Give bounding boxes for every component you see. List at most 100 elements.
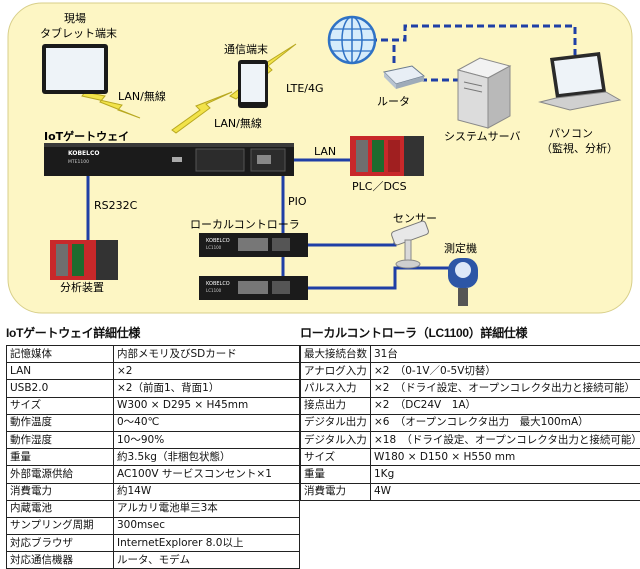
tablet-label-line2: タブレット端末 — [40, 26, 117, 40]
spec-value: ルータ、モデム — [114, 552, 300, 569]
spec-item: 対応通信機器 — [7, 552, 114, 569]
spec-row: LAN×2 — [7, 363, 300, 380]
spec-item: 記憶媒体 — [7, 346, 114, 363]
pio-label: PIO — [288, 195, 307, 208]
spec-value: ×6 （オープンコレクタ出力 最大100mA） — [371, 414, 640, 431]
spec-item: 外部電源供給 — [7, 466, 114, 483]
plc-label: PLC／DCS — [352, 180, 407, 193]
gateway-label: IoTゲートウェイ — [44, 129, 129, 143]
spec-item: 消費電力 — [301, 483, 371, 500]
system-diagram: 現場 タブレット端末 通信端末 LTE/4G ルータ システムサーバ パソコン … — [0, 0, 640, 318]
spec-value: 10～90% — [114, 431, 300, 448]
controller-1-model: LC1100 — [206, 245, 222, 250]
spec-value: 1Kg — [371, 466, 640, 483]
spec-row: 消費電力約14W — [7, 483, 300, 500]
spec-item: USB2.0 — [7, 380, 114, 397]
spec-item: LAN — [7, 363, 114, 380]
spec-row: 内蔵電池アルカリ電池単三3本 — [7, 500, 300, 517]
rs232c-label: RS232C — [94, 199, 138, 212]
spec-item: デジタル入力 — [301, 431, 371, 448]
spec-item: 最大接続台数 — [301, 346, 371, 363]
spec-value: ×2 （0-1V／0-5V切替） — [371, 363, 640, 380]
controller-2-model: LC1100 — [206, 288, 222, 293]
spec-value: ×2 （DC24V 1A） — [371, 397, 640, 414]
spec-item: アナログ入力 — [301, 363, 371, 380]
analyzer-device — [50, 240, 118, 280]
spec-row: USB2.0×2（前面1、背面1） — [7, 380, 300, 397]
gateway-brand: KOBELCO — [68, 150, 99, 157]
router-label: ルータ — [377, 95, 410, 108]
spec-item: 動作温度 — [7, 414, 114, 431]
analyzer-label: 分析装置 — [60, 280, 104, 294]
spec-value: InternetExplorer 8.0以上 — [114, 535, 300, 552]
spec-value: ×2 — [114, 363, 300, 380]
lan-wireless-label-2: LAN/無線 — [214, 116, 262, 130]
pc-label-line2: （監視、分析） — [541, 141, 618, 155]
spec-value: 300msec — [114, 517, 300, 534]
spec-item: 接点出力 — [301, 397, 371, 414]
spec-row: 記憶媒体内部メモリ及びSDカード — [7, 346, 300, 363]
spec-value: ×2 （ドライ設定、オープンコレクタ出力と接続可能） — [371, 380, 640, 397]
spec-item: サンプリング周期 — [7, 517, 114, 534]
spec-value: AC100V サービスコンセント×1 — [114, 466, 300, 483]
spec-value: 約14W — [114, 483, 300, 500]
spec-item: デジタル出力 — [301, 414, 371, 431]
spec-item: サイズ — [301, 449, 371, 466]
spec-value: ×18 （ドライ設定、オープンコレクタ出力と接続可能） — [371, 431, 640, 448]
meter-label: 測定機 — [444, 241, 477, 255]
spec-value: 約3.5kg（非梱包状態） — [114, 449, 300, 466]
spec-row: デジタル出力×6 （オープンコレクタ出力 最大100mA） — [301, 414, 640, 431]
gateway-model: MTE1100 — [68, 159, 89, 165]
spec-item: 動作湿度 — [7, 431, 114, 448]
spec-item: 内蔵電池 — [7, 500, 114, 517]
spec-value: W300 × D295 × H45mm — [114, 397, 300, 414]
spec-value: アルカリ電池単三3本 — [114, 500, 300, 517]
comm-terminal-device — [238, 60, 268, 108]
spec-row: 重量約3.5kg（非梱包状態） — [7, 449, 300, 466]
spec-row: アナログ入力×2 （0-1V／0-5V切替） — [301, 363, 640, 380]
spec-row: デジタル入力×18 （ドライ設定、オープンコレクタ出力と接続可能） — [301, 431, 640, 448]
tablet-device — [42, 44, 108, 94]
spec-value: 0～40℃ — [114, 414, 300, 431]
server-label: システムサーバ — [444, 130, 521, 143]
lan-label: LAN — [314, 145, 336, 158]
server-tower-device — [458, 58, 510, 128]
spec-value: W180 × D150 × H550 mm — [371, 449, 640, 466]
tablet-label-line1: 現場 — [64, 12, 86, 25]
gateway-spec-title: IoTゲートウェイ詳細仕様 — [6, 324, 140, 341]
spec-item: 消費電力 — [7, 483, 114, 500]
plc-device — [350, 136, 424, 176]
internet-globe-icon — [329, 17, 375, 63]
spec-row: 接点出力×2 （DC24V 1A） — [301, 397, 640, 414]
spec-item: パルス入力 — [301, 380, 371, 397]
lan-wireless-label-1: LAN/無線 — [118, 89, 166, 103]
spec-item: サイズ — [7, 397, 114, 414]
spec-row: パルス入力×2 （ドライ設定、オープンコレクタ出力と接続可能） — [301, 380, 640, 397]
controller-2-brand: KOBELCO — [206, 281, 230, 287]
lte-label: LTE/4G — [286, 82, 324, 95]
local-controller-label: ローカルコントローラ — [190, 218, 300, 231]
spec-value: 31台 — [371, 346, 640, 363]
spec-item: 重量 — [7, 449, 114, 466]
comm-terminal-label: 通信端末 — [224, 42, 268, 56]
spec-value: 4W — [371, 483, 640, 500]
spec-row: 対応通信機器ルータ、モデム — [7, 552, 300, 569]
spec-item: 重量 — [301, 466, 371, 483]
spec-item: 対応ブラウザ — [7, 535, 114, 552]
controller-1-brand: KOBELCO — [206, 238, 230, 244]
controller-spec-title: ローカルコントローラ（LC1100）詳細仕様 — [300, 324, 527, 341]
pc-label-line1: パソコン — [549, 127, 593, 140]
spec-value: 内部メモリ及びSDカード — [114, 346, 300, 363]
